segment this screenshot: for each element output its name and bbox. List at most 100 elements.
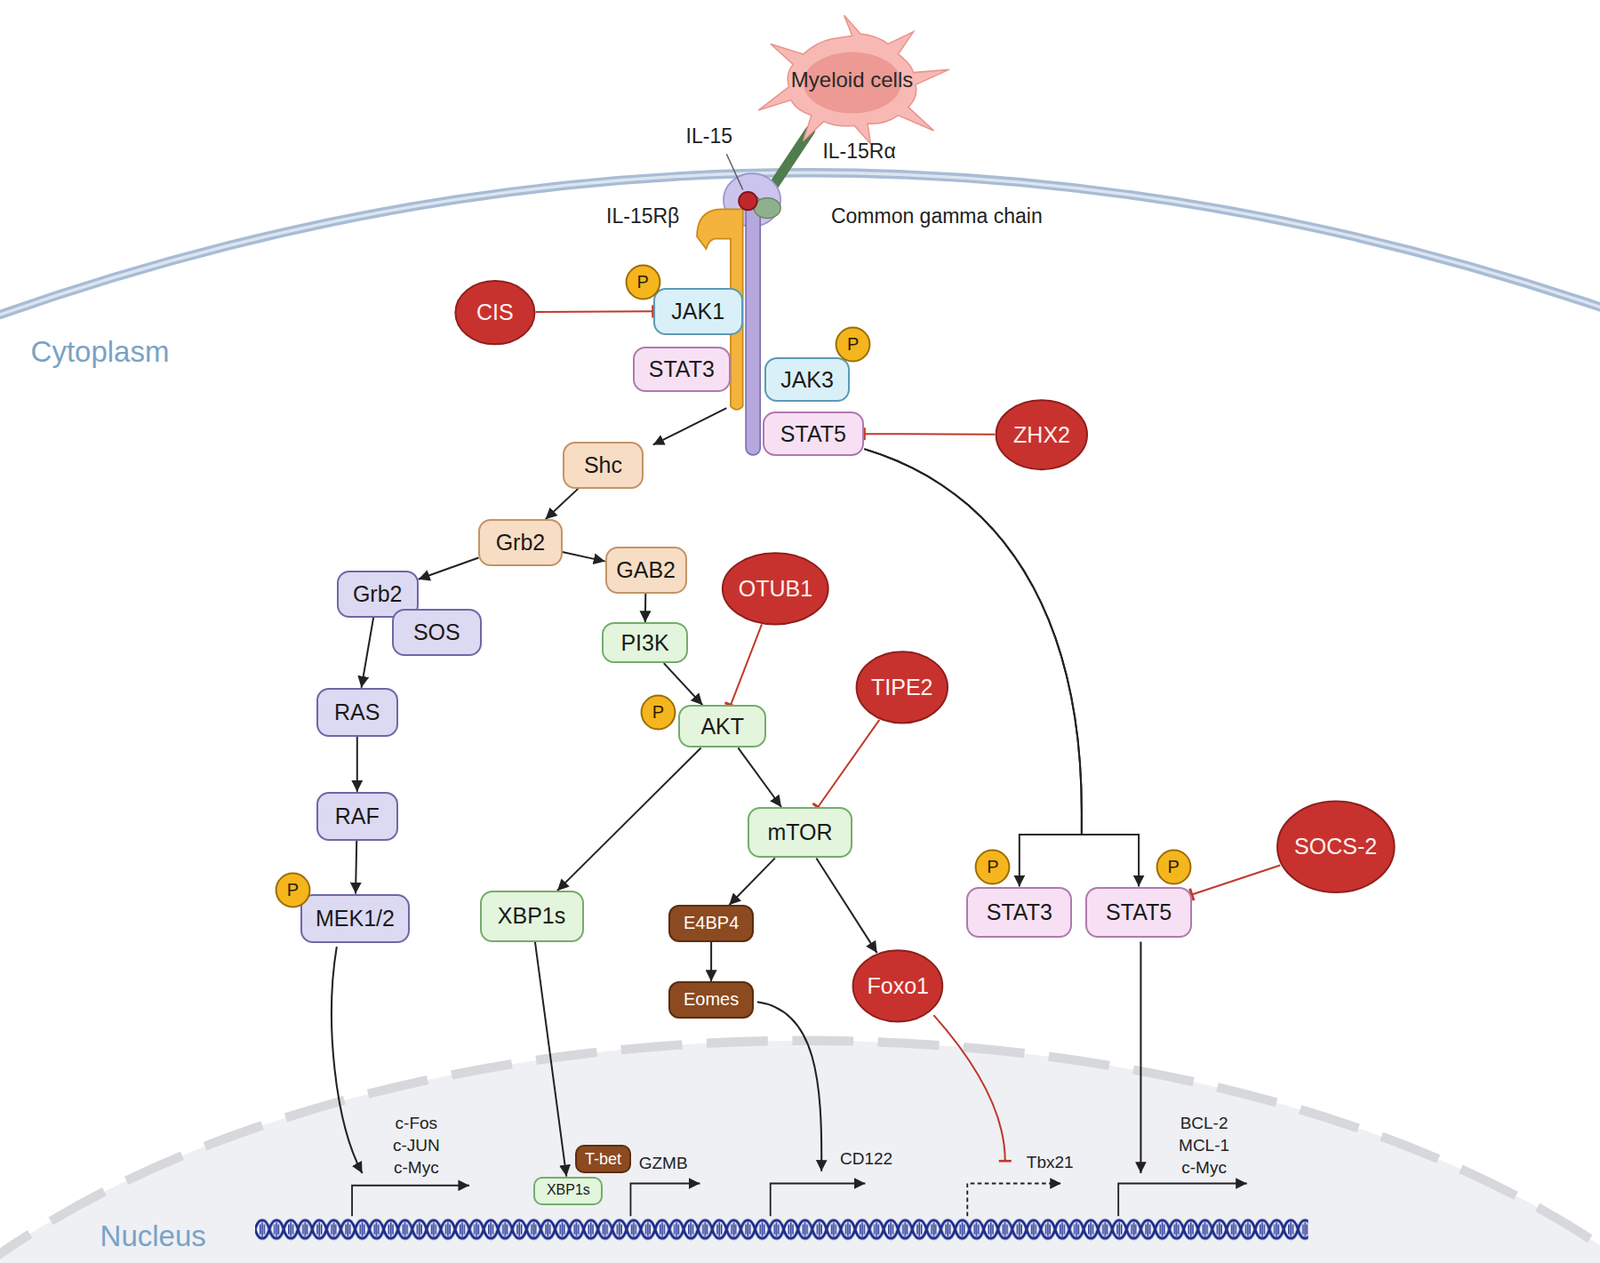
circle-shape	[1156, 850, 1191, 885]
node-label: Grb2	[496, 529, 546, 556]
node-label: GAB2	[616, 557, 676, 584]
receptor-label: Common gamma chain	[831, 204, 1043, 228]
activation-arrow	[737, 747, 782, 808]
promoter-arrow	[352, 1185, 470, 1216]
activation-arrow	[644, 593, 647, 623]
node-label: P	[986, 856, 999, 878]
promoter-arrow	[1118, 1183, 1248, 1216]
activation-arrow	[355, 840, 357, 895]
compartment-label: Nucleus	[100, 1219, 207, 1254]
node-label: STAT5	[780, 421, 847, 448]
inhibition-line	[864, 432, 995, 436]
activation-arrow	[418, 558, 480, 580]
gamma-chain	[745, 195, 760, 456]
phospho-circle: P	[1156, 849, 1192, 885]
node-label: mTOR	[767, 819, 832, 846]
activation-arrow	[562, 552, 606, 562]
mapk-box: MEK1/2	[300, 894, 411, 944]
node-label: Foxo1	[866, 973, 928, 1000]
node-label: P	[637, 272, 649, 293]
gene-label: MCL-1	[1178, 1136, 1230, 1156]
signal-arrow	[757, 1001, 822, 1172]
node-label: PI3K	[620, 630, 669, 656]
node-label: Grb2	[352, 581, 403, 608]
activation-arrow	[816, 857, 877, 953]
pi3k-box: XBP1s	[480, 890, 584, 942]
node-label: E4BP4	[683, 912, 739, 934]
gene-label: c-JUN	[392, 1136, 440, 1156]
signal-arrow	[331, 946, 362, 1174]
il15-ligand	[738, 192, 758, 211]
circle-shape	[1277, 801, 1395, 893]
adaptor-box: Grb2	[478, 519, 562, 567]
activation-arrow	[535, 942, 567, 1177]
inhibition-line	[536, 310, 654, 313]
node-label: STAT3	[648, 356, 715, 383]
gamma-chain-head	[753, 198, 781, 219]
inhibitor-circle: CIS	[454, 280, 536, 345]
leader-line	[726, 153, 743, 190]
receptor-label: IL-15Rβ	[606, 204, 680, 228]
circle-shape	[640, 695, 675, 729]
inhibition-line	[933, 1015, 1005, 1161]
gene-label: c-Myc	[393, 1158, 440, 1178]
receptor-label: IL-15Rα	[822, 139, 896, 163]
ligand-label: IL-15	[686, 123, 733, 147]
pi3k-box: XBP1s	[533, 1176, 603, 1206]
node-label: P	[652, 702, 664, 723]
circle-shape	[722, 552, 829, 624]
circle-shape	[856, 652, 948, 724]
transcription-factor-box: T-bet	[575, 1144, 632, 1175]
gene-label: c-Myc	[1181, 1158, 1227, 1178]
phospho-circle: P	[835, 327, 871, 362]
gene-label: CD122	[840, 1149, 893, 1169]
mapk-box: SOS	[392, 608, 482, 656]
activation-arrow	[728, 857, 776, 905]
adaptor-box: Shc	[562, 441, 645, 489]
inhibition-line	[1192, 864, 1280, 895]
node-label: MEK1/2	[315, 905, 395, 932]
node-label: P	[287, 880, 299, 901]
activation-arrow	[361, 617, 375, 688]
phospho-circle: P	[640, 695, 676, 730]
gene-label: c-Fos	[395, 1113, 439, 1134]
compartment-label: Cytoplasm	[31, 335, 170, 369]
myeloid-cell: Myeloid cells	[750, 13, 955, 146]
node-label: OTUB1	[738, 576, 813, 602]
node-label: CIS	[476, 299, 514, 326]
mapk-box: RAF	[316, 792, 399, 841]
inhibition-line	[817, 720, 880, 808]
node-label: Eomes	[683, 989, 739, 1010]
signal-arrow	[653, 408, 728, 445]
node-label: JAK3	[780, 367, 834, 393]
promoter-arrow	[967, 1183, 1062, 1216]
transcription-factor-box: Eomes	[668, 981, 754, 1018]
mapk-box: RAS	[316, 688, 399, 737]
node-label: XBP1s	[497, 903, 566, 929]
inhibitor-circle: SOCS-2	[1275, 800, 1397, 895]
node-label: JAK1	[671, 298, 725, 325]
inhibitor-circle: TIPE2	[855, 650, 950, 725]
activation-arrow	[545, 488, 579, 520]
pi3k-box: mTOR	[747, 807, 852, 858]
circle-shape	[853, 950, 944, 1022]
activation-arrow	[710, 942, 712, 983]
circle-shape	[996, 400, 1088, 470]
inhibitor-circle: ZHX2	[994, 399, 1089, 471]
promoter-arrow	[770, 1183, 866, 1216]
phospho-circle: P	[625, 264, 661, 300]
circle-shape	[836, 328, 871, 362]
promoter-arrow	[630, 1183, 700, 1216]
activation-arrow	[557, 747, 702, 891]
node-label: P	[847, 334, 859, 355]
kinase-box: JAK3	[764, 357, 850, 403]
phospho-circle: P	[975, 849, 1010, 885]
pi3k-box: PI3K	[601, 622, 688, 664]
gene-label: GZMB	[639, 1153, 688, 1174]
stat-box: STAT5	[762, 411, 865, 457]
inhibitor-circle: Foxo1	[851, 949, 944, 1024]
